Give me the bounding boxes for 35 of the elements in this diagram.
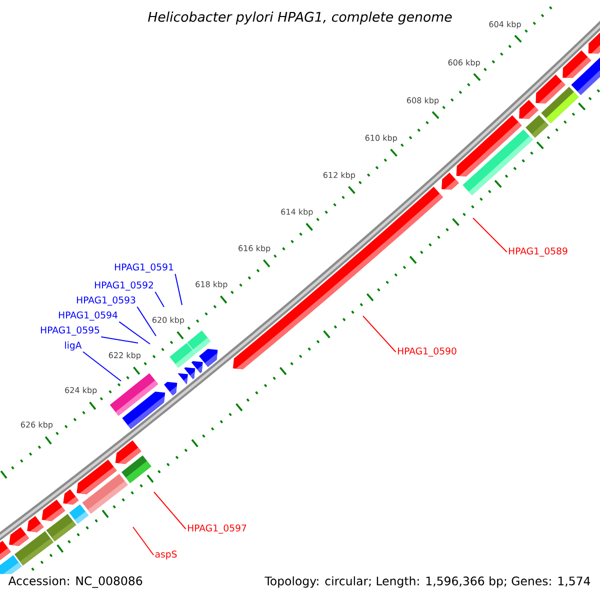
leader-line (82, 351, 122, 382)
gene-label: aspS (155, 550, 177, 560)
gene-label: HPAG1_0594 (59, 311, 118, 321)
footer-text: Accession: NC_008086 (8, 576, 142, 588)
tick-label: 604 kbp (489, 21, 521, 29)
tick-label: 612 kbp (323, 172, 356, 180)
leader-line (472, 218, 508, 252)
gene-label: ligA (65, 342, 82, 351)
leader-line (362, 316, 396, 352)
leader-line (174, 273, 182, 306)
footer-text: Topology: circular; Length: 1,596,366 bp; Genes: 1,574 (264, 576, 590, 588)
gene-label: HPAG1_0593 (77, 296, 136, 306)
tick-label: 620 kbp (152, 316, 184, 324)
gene-label: HPAG1_0591 (115, 263, 174, 273)
gene-label: HPAG1_0597 (188, 524, 246, 534)
gene-label: HPAG1_0592 (95, 281, 153, 291)
tick-label: 608 kbp (407, 97, 439, 105)
tick-label: 606 kbp (448, 59, 480, 68)
tick-label: 616 kbp (238, 245, 270, 253)
leader-line (154, 492, 186, 530)
tick-label: 624 kbp (65, 386, 97, 395)
leader-line (118, 321, 150, 344)
leader-line (154, 291, 164, 308)
tick-label: 622 kbp (108, 352, 141, 360)
tick-label: 614 kbp (281, 208, 313, 216)
tick-label: 610 kbp (365, 134, 397, 142)
gene-label: HPAG1_0595 (41, 326, 100, 336)
tick-label: 626 kbp (20, 421, 53, 430)
leader-line (136, 306, 156, 336)
title: Helicobacter pylori HPAG1, complete genome (148, 12, 452, 24)
leader-line (100, 336, 138, 344)
gene-label: HPAG1_0590 (398, 347, 456, 357)
tick-label: 618 kbp (196, 281, 228, 289)
gene-label: HPAG1_0589 (509, 247, 568, 257)
leader-line (132, 526, 154, 556)
